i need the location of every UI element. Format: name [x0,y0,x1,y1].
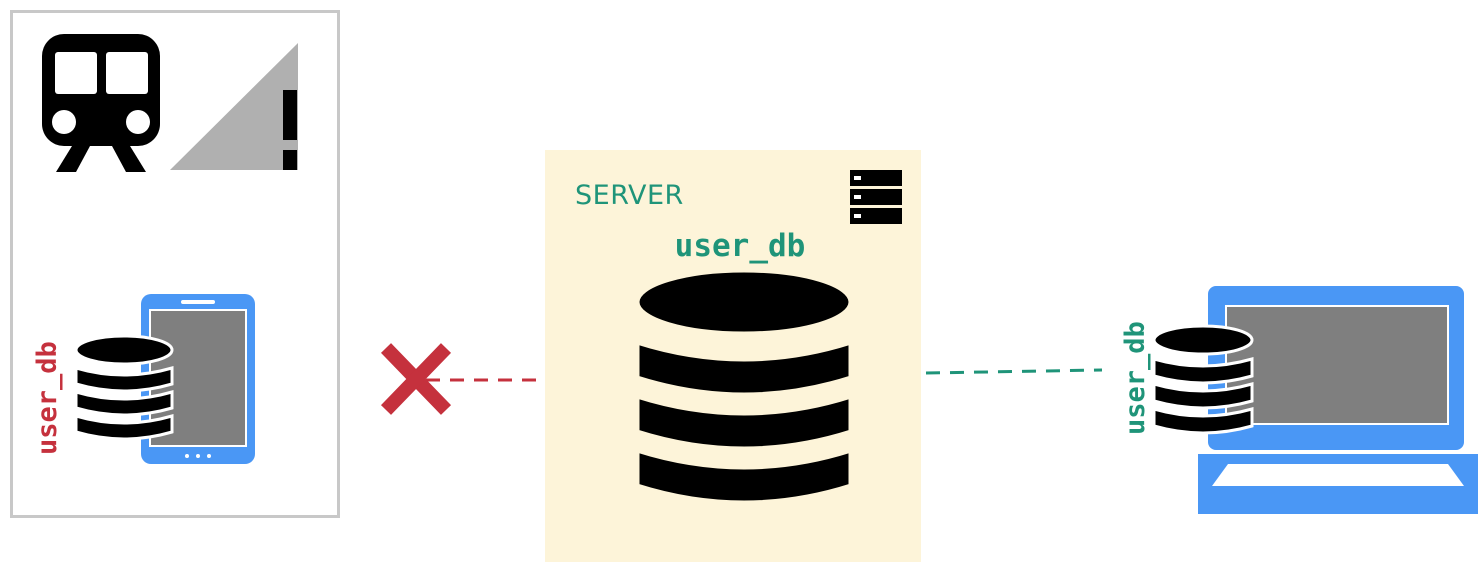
database-icon [1152,324,1254,435]
mobile-db-label: user_db [32,341,63,455]
failed-connection [380,343,546,415]
laptop-icon [1198,286,1478,514]
train-icon [42,34,160,172]
server-title: SERVER [575,180,684,211]
ok-connection-line [925,368,1103,375]
server-rack-icon [850,170,902,224]
signal-warning-icon [170,43,298,170]
database-icon [74,334,174,441]
database-icon [634,268,854,506]
server-db-label: user_db [674,228,806,264]
error-x-icon [380,343,452,415]
laptop-db-label: user_db [1120,321,1151,435]
